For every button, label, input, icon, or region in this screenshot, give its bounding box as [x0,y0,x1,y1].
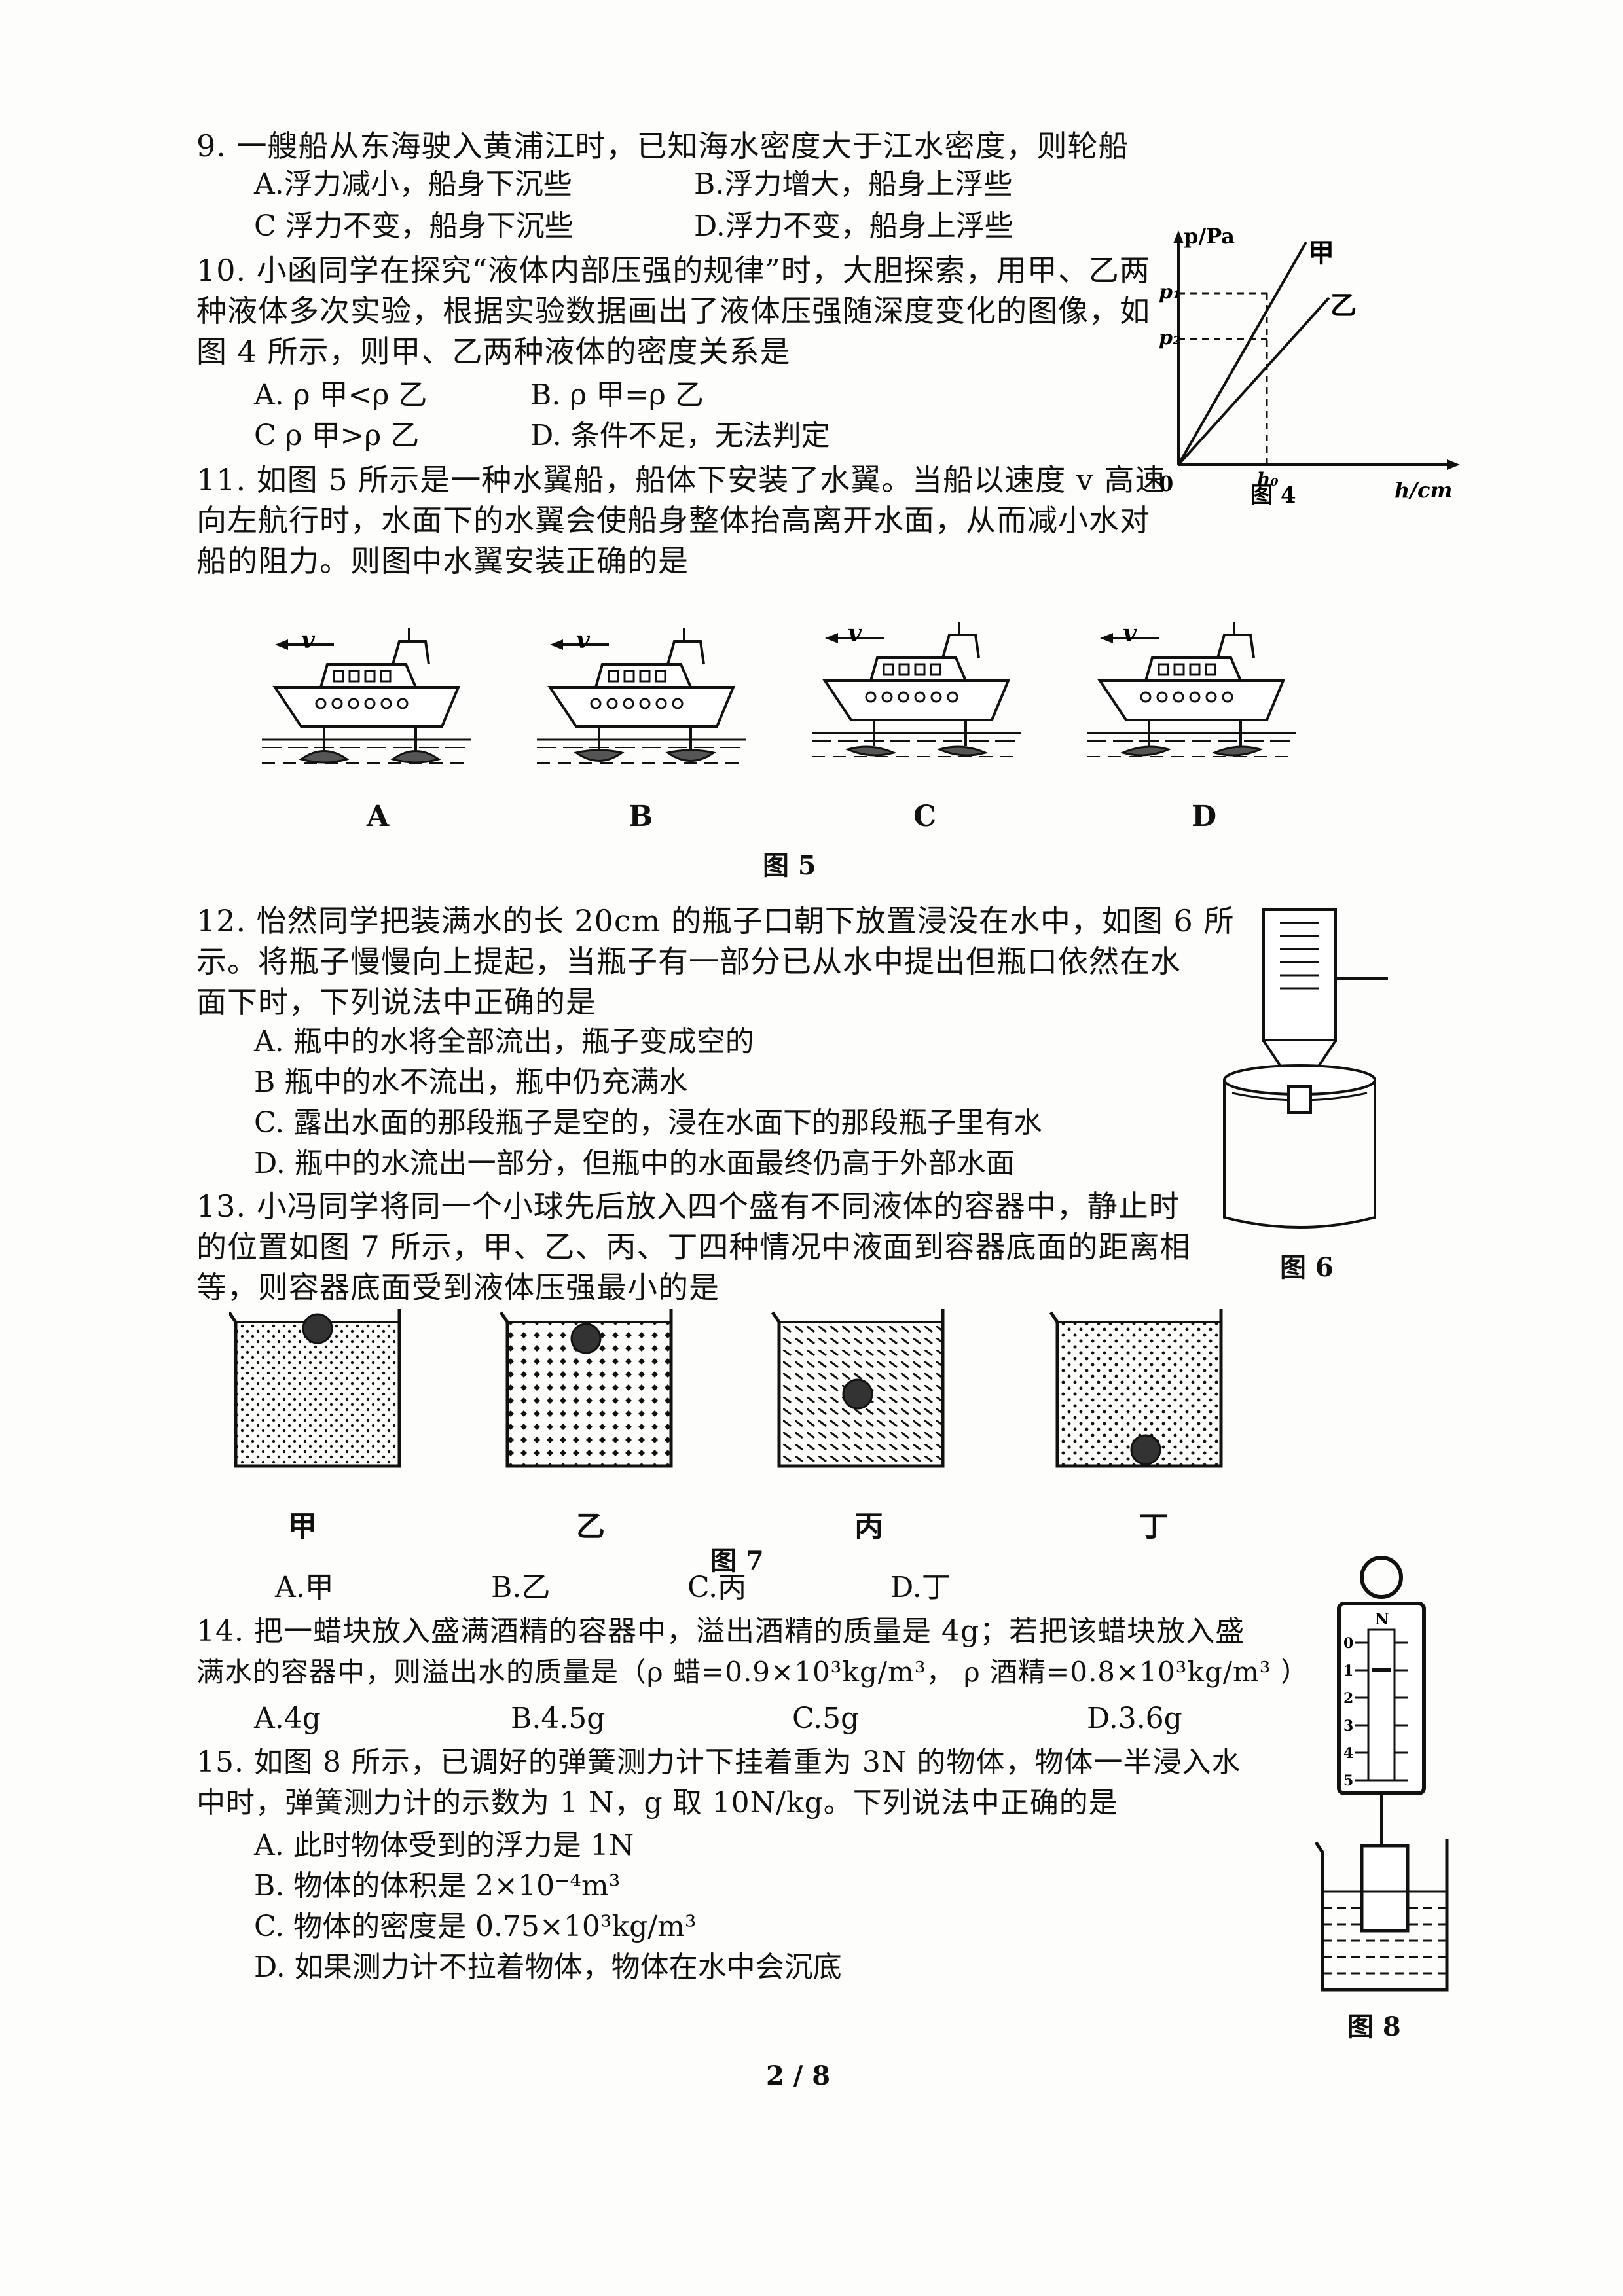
figure-5-caption: 图 5 [763,850,816,881]
container-label-ding: 丁 [1139,1510,1168,1543]
q13-option-b: B.乙 [491,1571,551,1604]
boat-c [811,620,1023,758]
gauge-tick-3: 3 [1343,1717,1353,1734]
boat-b [536,627,748,764]
figure-8-spring-scale: N 0 1 2 3 4 5 [1314,1556,1449,1992]
q15-option-d: D. 如果测力计不拉着物体，物体在水中会沉底 [254,1950,842,1984]
gauge-tick-4: 4 [1343,1745,1353,1762]
q15-option-a: A. 此时物体受到的浮力是 1N [254,1829,634,1862]
q12-line-1: 12. 怡然同学把装满水的长 20cm 的瓶子口朝下放置浸没在水中，如图 6 所 [196,903,1235,939]
yi-label: 乙 [1330,290,1357,321]
q9-option-d: D.浮力不变，船身上浮些 [694,209,1013,243]
q10-line-1: 10. 小函同学在探究“液体内部压强的规律”时，大胆探索，用甲、乙两 [196,253,1150,288]
figure-4-caption: 图 4 [1250,482,1296,509]
boat-label-d: D [1192,800,1217,833]
q12-line-3: 面下时，下列说法中正确的是 [196,984,596,1020]
q13-line-2: 的位置如图 7 所示，甲、乙、丙、丁四种情况中液面到容器底面的距离相 [196,1229,1191,1265]
h0-label: h₀ [1257,469,1279,490]
gauge-tick-0: 0 [1343,1635,1353,1652]
q14-option-a: A.4g [254,1702,321,1735]
q12-option-c: C. 露出水面的那段瓶子是空的，浸在水面下的那段瓶子里有水 [254,1106,1043,1139]
q12-option-b: B 瓶中的水不流出，瓶中仍充满水 [254,1066,688,1099]
figure-8-caption: 图 8 [1347,2011,1401,2042]
figure-5-boats: v v v v [262,620,1298,764]
q14-option-b: B.4.5g [511,1702,606,1735]
q9-option-b: B.浮力增大，船身上浮些 [694,168,1013,201]
hook-ring-icon [1360,1556,1403,1599]
container-ding [1049,1309,1223,1468]
p2-label: p₂ [1159,327,1181,350]
boat-label-a: A [367,800,390,833]
boat-label-b: B [629,800,653,833]
q13-option-d: D.丁 [890,1571,951,1604]
q14-line-1: 14. 把一蜡块放入盛满酒精的容器中，溢出酒精的质量是 4g；若把该蜡块放入盛 [196,1615,1245,1648]
q10-line-3: 图 4 所示，则甲、乙两种液体的密度关系是 [196,334,791,369]
q15-line-2: 中时，弹簧测力计的示数为 1 N，g 取 10N/kg。下列说法中正确的是 [196,1786,1118,1820]
figure-7-containers [229,1309,1223,1468]
q15-option-c: C. 物体的密度是 0.75×10³kg/m³ [254,1910,697,1943]
q12-line-2: 示。将瓶子慢慢向上提起，当瓶子有一部分已从水中提出但瓶口依然在水 [196,944,1181,979]
y-axis-label: p/Pa [1184,224,1235,249]
q13-option-a: A.甲 [275,1571,334,1604]
q10-line-2: 种液体多次实验，根据实验数据画出了液体压强随深度变化的图像，如 [196,293,1150,329]
container-jia [229,1309,401,1468]
boat-a [262,627,473,764]
speed-label-a: v [301,626,316,654]
q13-option-c: C.丙 [687,1571,747,1604]
gauge-unit: N [1375,1609,1389,1628]
q11-line-1: 11. 如图 5 所示是一种水翼船，船体下安装了水翼。当船以速度 v 高速 [196,462,1166,497]
q10-option-b: B. ρ 甲=ρ 乙 [530,378,704,412]
gauge-tick-5: 5 [1343,1772,1353,1789]
container-yi [499,1309,673,1468]
speed-label-b: v [576,626,591,654]
x-axis-label: h/cm [1395,478,1452,503]
x-axis-arrow [1447,459,1460,470]
q10-option-d: D. 条件不足，无法判定 [530,419,830,452]
gauge-tick-1: 1 [1343,1662,1353,1679]
q11-line-2: 向左航行时，水面下的水翼会使船身整体抬高离开水面，从而减小水对 [196,503,1150,538]
q13-line-3: 等，则容器底面受到液体压强最小的是 [196,1270,720,1305]
origin-label: 0 [1159,471,1173,496]
speed-label-c: v [848,620,862,647]
q10-option-a: A. ρ 甲<ρ 乙 [254,378,428,412]
hanging-object [1360,1844,1410,1933]
page-number: 2 / 8 [766,2060,831,2091]
q15-line-1: 15. 如图 8 所示，已调好的弹簧测力计下挂着重为 3N 的物体，物体一半浸入… [196,1746,1241,1779]
q13-line-1: 13. 小冯同学将同一个小球先后放入四个盛有不同液体的容器中，静止时 [196,1189,1180,1224]
q9-stem: 9. 一艘船从东海驶入黄浦江时，已知海水密度大于江水密度，则轮船 [196,128,1129,164]
q11-line-3: 船的阻力。则图中水翼安装正确的是 [196,543,689,579]
q14-option-c: C.5g [792,1702,860,1735]
q12-option-a: A. 瓶中的水将全部流出，瓶子变成空的 [254,1025,754,1058]
boat-d [1085,620,1298,758]
q9-option-a: A.浮力减小，船身下沉些 [254,168,572,201]
line-jia [1177,242,1307,465]
gauge-tick-2: 2 [1343,1690,1353,1707]
q12-option-d: D. 瓶中的水流出一部分，但瓶中的水面最终仍高于外部水面 [254,1147,1015,1180]
jia-label: 甲 [1308,238,1334,268]
figure-4-graph: p/Pa h/cm 0 p₁ p₂ h₀ 甲 乙 图 4 [1159,224,1460,509]
container-bing [771,1309,945,1468]
q10-option-c: C ρ 甲>ρ 乙 [254,419,420,452]
line-yi [1177,296,1330,466]
container-label-bing: 丙 [854,1510,883,1543]
speed-label-d: v [1123,620,1137,647]
q14-line-2: 满水的容器中，则溢出水的质量是（ρ 蜡=0.9×10³kg/m³， ρ 酒精=0… [196,1656,1309,1688]
container-label-jia: 甲 [288,1510,317,1543]
figure-6-caption: 图 6 [1280,1252,1334,1283]
figure-6-bottle [1223,908,1388,1229]
container-label-yi: 乙 [576,1510,605,1543]
p1-label: p₁ [1159,281,1181,304]
q15-option-b: B. 物体的体积是 2×10⁻⁴m³ [254,1869,621,1903]
boat-label-c: C [913,800,937,833]
y-axis-arrow [1173,230,1184,243]
q9-option-c: C 浮力不变，船身下沉些 [254,209,574,243]
figure-7-caption: 图 7 [710,1545,764,1576]
q14-option-d: D.3.6g [1087,1702,1182,1735]
